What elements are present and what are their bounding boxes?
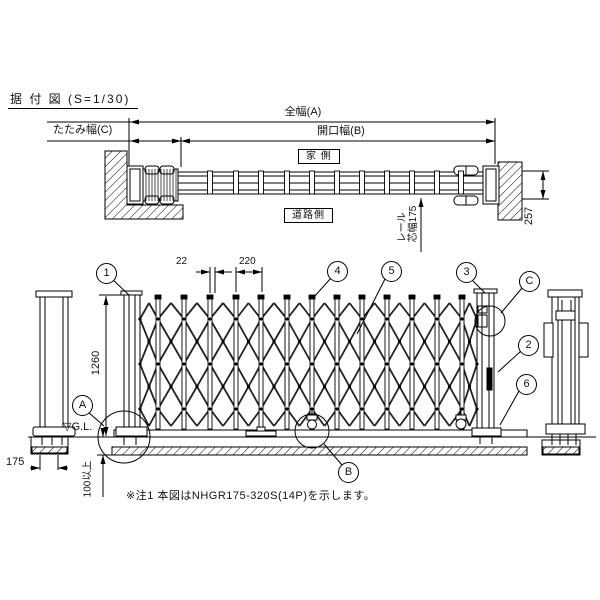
accordion-lattice	[139, 302, 478, 427]
dim-wall-depth-label: 257	[522, 206, 535, 226]
dim-picket-pitch-label: 220	[239, 256, 256, 267]
dim-post-width-label: 175	[6, 456, 25, 468]
dim-embed-depth-label: 100以上	[82, 460, 94, 498]
dim-folded-width-label: たたみ幅(C)	[53, 124, 113, 136]
gate-pickets	[154, 294, 466, 430]
dim-opening-width-label: 開口幅(B)	[317, 125, 365, 137]
ground-level-label: ▽G.L.	[63, 421, 93, 433]
balloon-1: 1	[96, 263, 117, 284]
dim-gate-height-label: 1260	[89, 350, 102, 376]
dim-picket-width-label: 22	[176, 256, 188, 267]
balloon-4: 4	[327, 261, 348, 282]
balloon-C: C	[519, 271, 540, 292]
balloon-5: 5	[381, 261, 402, 282]
balloon-6: 6	[516, 374, 537, 395]
lattice-rivets	[138, 317, 479, 411]
balloon-3: 3	[456, 262, 477, 283]
balloon-A: A	[72, 395, 93, 416]
dim-overall-width-label: 全幅(A)	[284, 106, 322, 118]
balloon-B: B	[338, 462, 359, 483]
static-linework	[28, 118, 596, 497]
drawing-note: ※注1 本図はNHGR175-320S(14P)を示します。	[126, 490, 376, 502]
rail-center-width-label: レール 芯幅175	[397, 206, 419, 243]
balloon-2: 2	[518, 335, 539, 356]
rail-center-width-line2: 芯幅175	[408, 205, 419, 243]
road-side-label: 道路側	[284, 208, 333, 223]
detail-overlays	[87, 277, 523, 466]
drawing-title: 据 付 図 (S=1/30)	[8, 92, 139, 110]
house-side-label: 家 側	[298, 149, 340, 164]
rail-center-width-line1: レール	[397, 212, 408, 243]
plan-crossbars	[145, 169, 464, 201]
